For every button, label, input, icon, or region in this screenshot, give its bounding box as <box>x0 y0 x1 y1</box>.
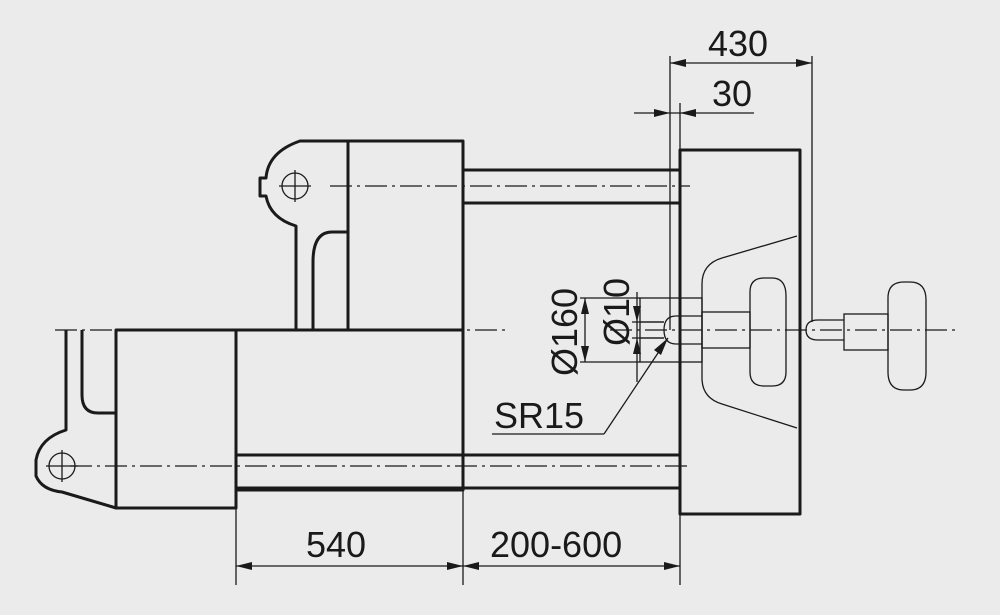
arrow-right-540 <box>447 562 463 570</box>
outer-nozzle-tip <box>805 319 844 341</box>
dimension-label-200-600: 200-600 <box>490 524 622 565</box>
lower-bracket-outline <box>34 330 118 510</box>
dimension-label-diameter-160: Ø160 <box>544 288 585 376</box>
arrow-left-540 <box>236 562 252 570</box>
arrow-left-430 <box>670 59 686 67</box>
arrow-right-200-600 <box>664 562 680 570</box>
clamp-body <box>114 328 238 510</box>
arrow-top-160 <box>581 298 589 314</box>
arrow-right-30 <box>680 109 696 117</box>
dimension-label-diameter-10: Ø10 <box>596 278 637 346</box>
dimension-200-600: 200-600 <box>463 514 681 585</box>
outer-nozzle-body <box>843 313 889 351</box>
dimension-diameter-10: Ø10 <box>596 278 664 382</box>
arrow-top-10 <box>633 306 641 322</box>
arrow-left-30 <box>654 109 670 117</box>
inner-knob <box>749 277 787 387</box>
arrow-bottom-10 <box>633 338 641 354</box>
leader-line-sr15 <box>603 337 669 435</box>
dimension-430: 430 <box>669 23 813 330</box>
dimension-540: 540 <box>235 490 464 585</box>
dimension-label-540: 540 <box>306 524 366 565</box>
dimension-diameter-160: Ø160 <box>544 288 640 376</box>
nozzle-tip <box>663 315 702 345</box>
injection-nozzle <box>805 281 927 391</box>
arrow-sr15 <box>654 338 668 355</box>
upper-toggle-bracket <box>258 139 465 332</box>
arrow-right-430 <box>796 59 812 67</box>
fixed-platen <box>678 148 802 516</box>
moving-block <box>346 139 465 332</box>
outer-knob <box>887 281 927 391</box>
upper-bracket-slot <box>311 230 348 330</box>
fixed-platen-outline <box>678 148 802 516</box>
arrow-left-200-600 <box>463 562 479 570</box>
lower-toggle-bracket <box>34 328 238 510</box>
nozzle-assembly <box>639 277 787 387</box>
upper-bracket-outline <box>258 139 348 330</box>
dimension-label-30: 30 <box>712 73 752 114</box>
tie-bars <box>236 168 680 490</box>
dimension-label-sr15: SR15 <box>494 395 584 436</box>
lower-bracket-slot <box>80 330 116 415</box>
dimension-label-430: 430 <box>708 23 768 64</box>
dimension-sr15: SR15 <box>492 337 669 436</box>
dimension-30: 30 <box>634 73 754 150</box>
arrow-bottom-160 <box>581 346 589 362</box>
